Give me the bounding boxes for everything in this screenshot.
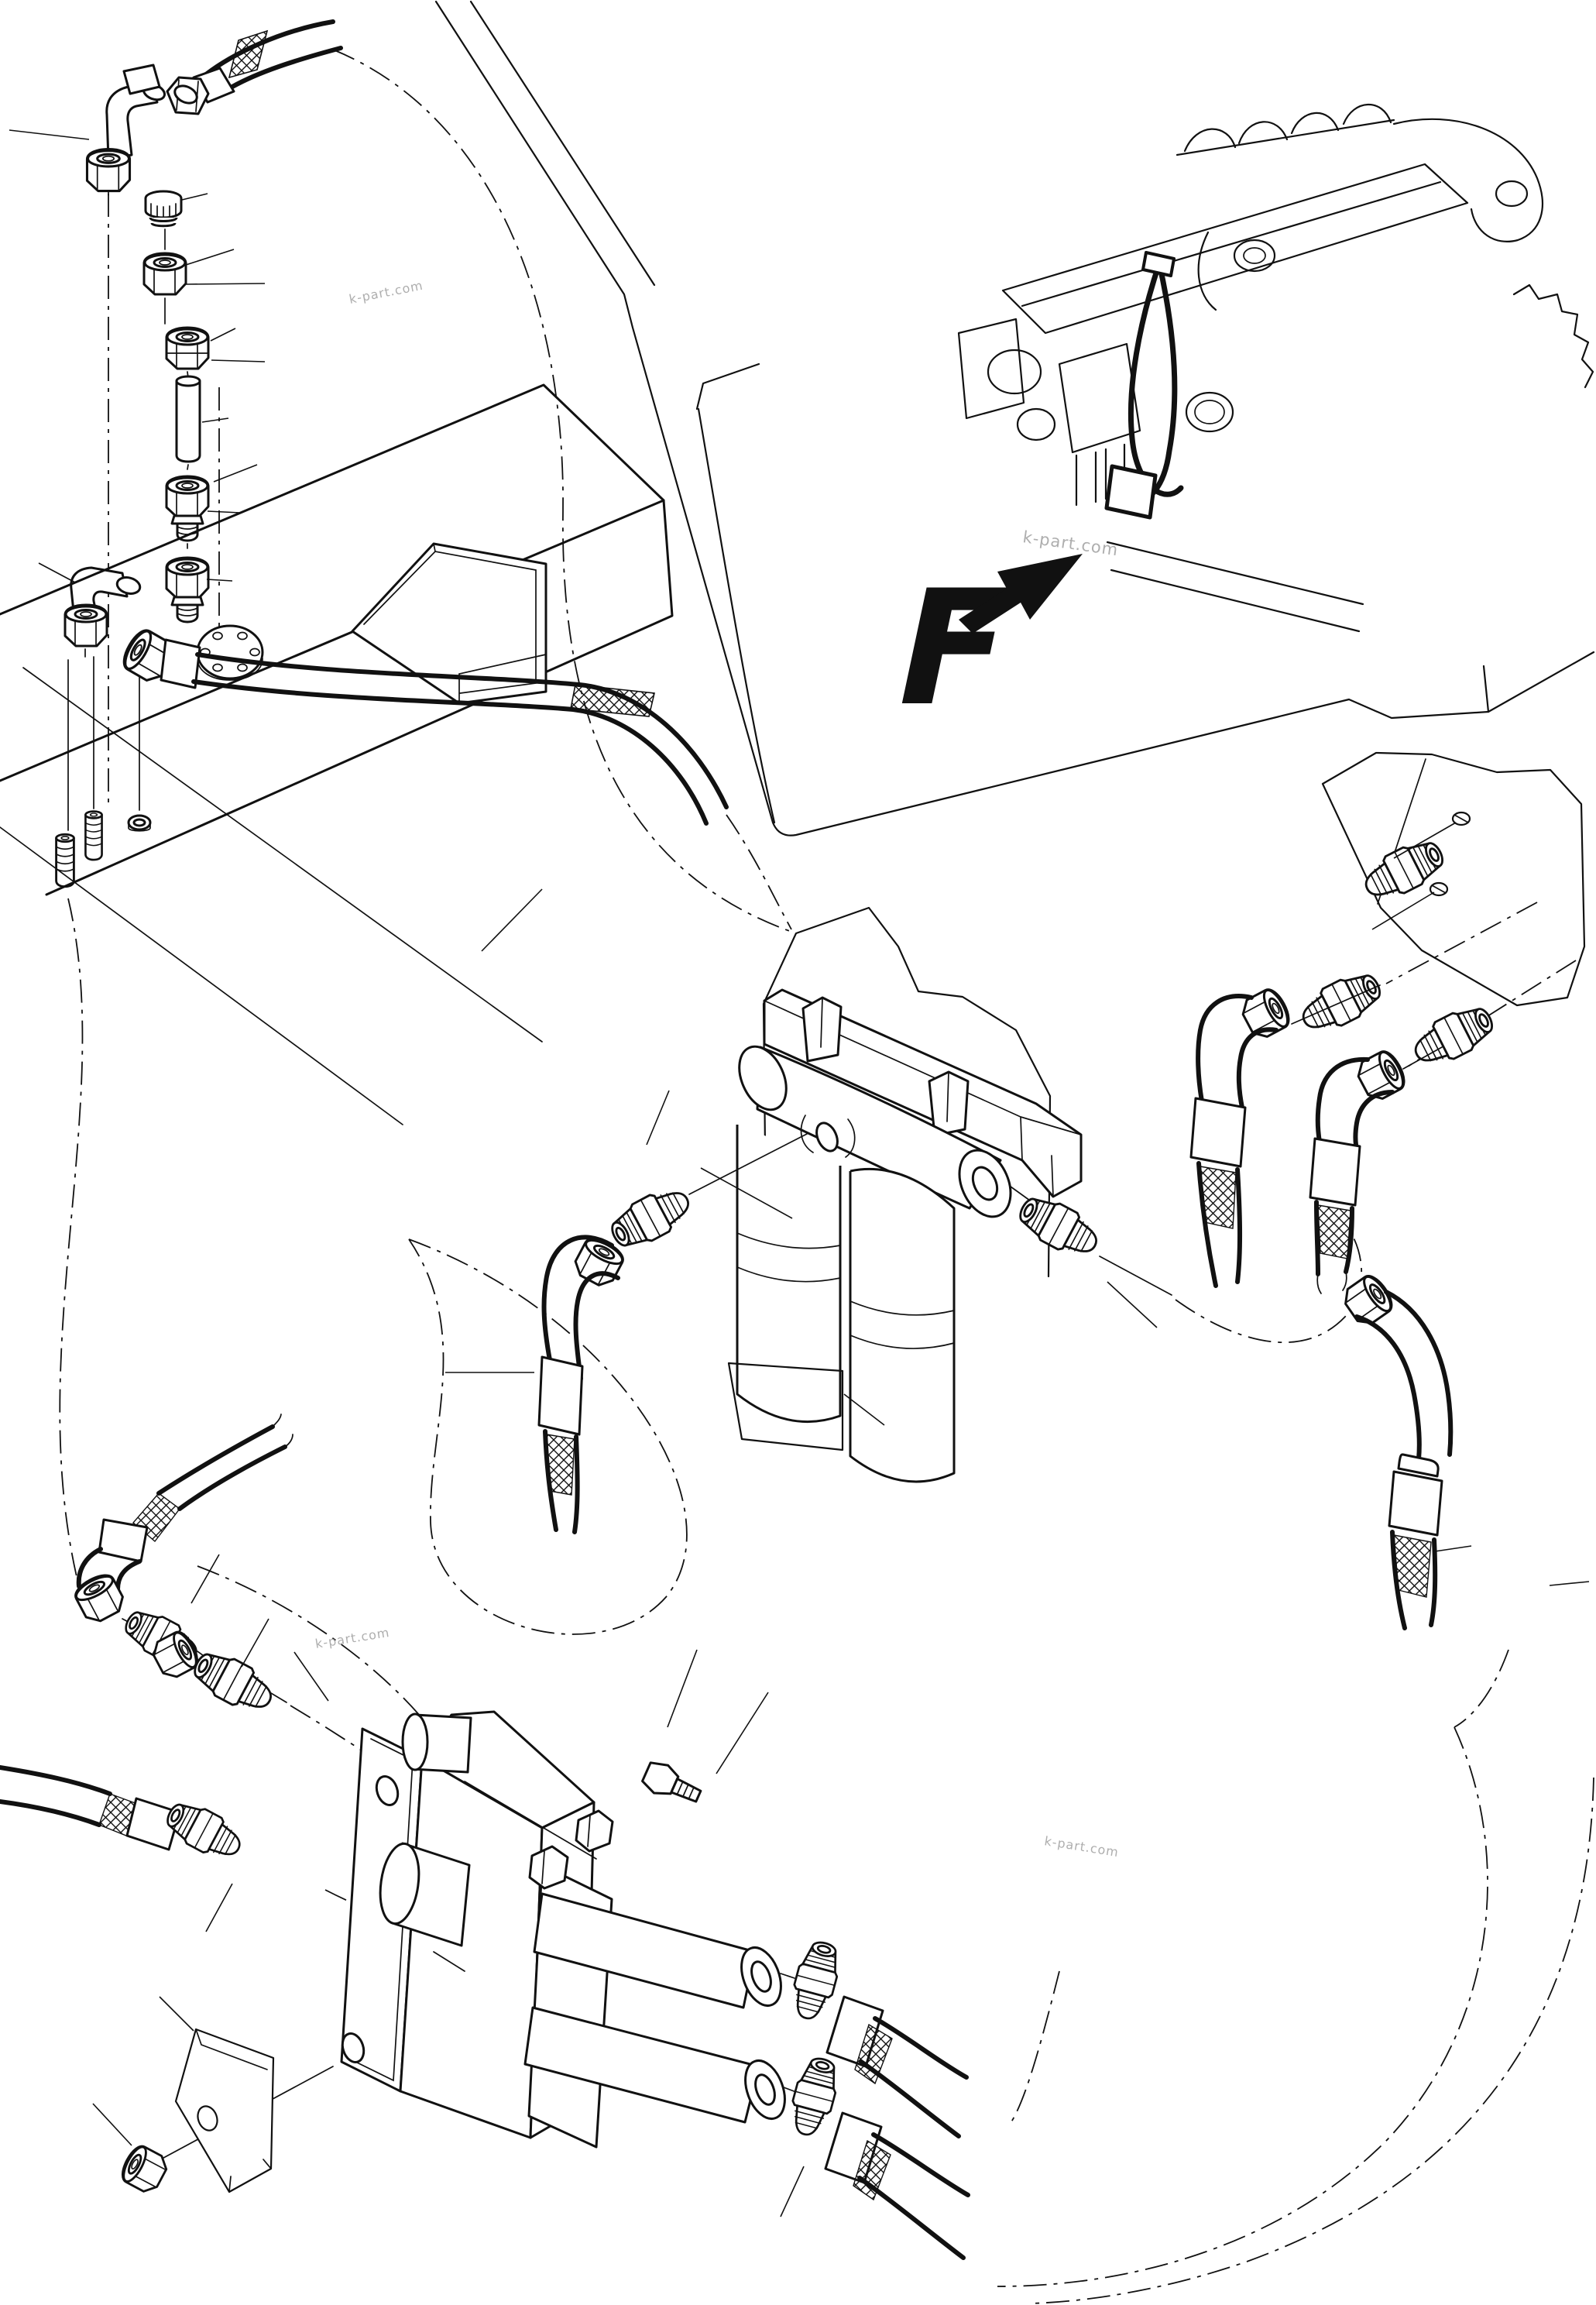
elbow-fitting-left xyxy=(63,566,142,648)
mounting-bolt-1 xyxy=(528,1845,569,1890)
bracket-screw-1 xyxy=(1451,811,1471,826)
hex-nut-1 xyxy=(142,252,187,296)
hose-swivel-nut xyxy=(166,76,210,115)
return-hose-3 xyxy=(1338,1270,1454,1630)
outlet-boss-2 xyxy=(523,2006,786,2124)
breather-cap xyxy=(144,190,183,228)
watermark-3: k-part.com xyxy=(314,1625,391,1651)
return-hose-1 xyxy=(1189,984,1296,1288)
mounting-bolt-2 xyxy=(575,1809,614,1853)
outlet-hose-1 xyxy=(785,1937,969,2138)
supply-hose-2-fitting xyxy=(160,1794,249,1867)
filter-inlet-nipple xyxy=(603,1179,698,1257)
filter-inlet-hose xyxy=(537,1232,629,1534)
bottom-nipple-2 xyxy=(186,1643,280,1721)
manifold-block-assembly xyxy=(340,1710,970,2260)
watermark-1: k-part.com xyxy=(348,278,424,307)
phantom-routing-lines xyxy=(59,49,1594,2304)
view-direction-label: F xyxy=(880,554,1083,740)
lock-nut xyxy=(116,2141,172,2197)
left-boss-upper xyxy=(401,1712,472,1774)
connector-fitting-1 xyxy=(165,475,210,542)
upper-hose-assembly xyxy=(85,19,343,196)
outlet-boss-1 xyxy=(533,1892,782,2009)
washer xyxy=(127,814,152,832)
connector-fitting-2 xyxy=(165,556,210,623)
tank-outlet-hose xyxy=(117,624,729,826)
fuel-harness xyxy=(1104,251,1184,520)
outlet-hose-2 xyxy=(784,2053,970,2260)
fuel-filter-element-1 xyxy=(736,1125,842,1424)
left-boss-lower xyxy=(379,1842,471,1947)
retainer-plate-group xyxy=(116,2028,334,2197)
supply-hose-2 xyxy=(0,1765,249,1867)
supply-hoses-left xyxy=(0,1414,293,1867)
retainer-plate xyxy=(174,2028,275,2193)
return-hose-2 xyxy=(1309,1046,1411,1294)
pipe-spacer xyxy=(175,375,201,463)
supply-hose-1 xyxy=(70,1414,293,1627)
view-arrow-icon xyxy=(959,554,1083,634)
right-side-fittings xyxy=(1189,832,1501,1630)
leader-lines xyxy=(9,129,1590,2217)
nipple-c xyxy=(1406,998,1501,1074)
watermark-2: k-part.com xyxy=(1021,527,1119,559)
fuel-tank xyxy=(0,383,729,1125)
filter-outlet-nipple xyxy=(1011,1187,1106,1266)
elbow-fitting-top-left xyxy=(85,64,166,193)
fuel-filter-assembly xyxy=(537,906,1172,1534)
bracket-screw-2 xyxy=(1429,881,1449,897)
filler-flange xyxy=(196,624,264,681)
fitting-stack xyxy=(55,190,210,888)
plug-2 xyxy=(84,810,103,861)
tank-end-bracket xyxy=(351,542,547,705)
engine-detail xyxy=(957,103,1594,633)
nipple-a xyxy=(1357,832,1451,909)
filter-head xyxy=(738,1045,1012,1218)
watermark-4: k-part.com xyxy=(1043,1833,1120,1860)
filter-mounting-bar xyxy=(763,988,1083,1198)
plug-1 xyxy=(55,833,75,888)
loose-bolt xyxy=(641,1761,702,1803)
hex-nut-2 xyxy=(165,326,210,370)
fuel-filter-element-2 xyxy=(849,1167,956,1483)
engine-installation-view xyxy=(434,0,1595,836)
upper-right-bracket xyxy=(1321,751,1586,1007)
